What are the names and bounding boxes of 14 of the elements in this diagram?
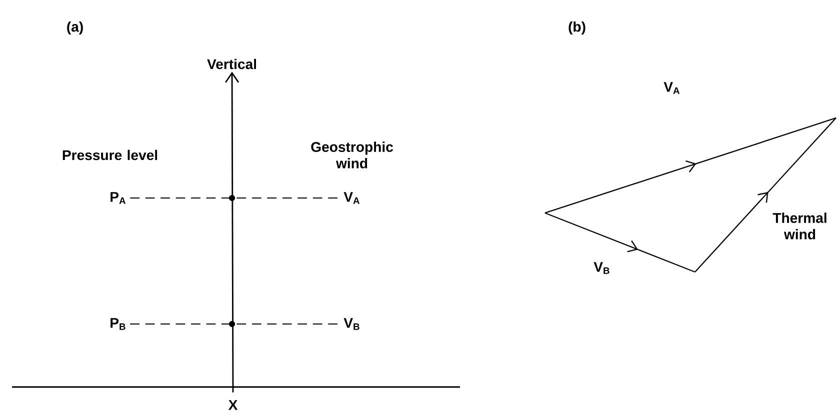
level-label: V$_{B}$: [344, 318, 360, 330]
panel-letter: (a): [67, 21, 83, 35]
level-label: P$_{B}$: [110, 318, 126, 330]
axis-label: X: [228, 400, 238, 410]
vector-label: V$_{A}$: [664, 82, 680, 94]
vector-label: V$_{B}$: [594, 262, 610, 274]
axis-caption: Pressure level: [62, 150, 158, 160]
axis-label: Vertical: [207, 58, 256, 70]
arrow: [225, 72, 240, 392]
level-label: P$_{A}$: [110, 192, 126, 204]
vector-label: Thermal wind: [772, 212, 826, 240]
panel-letter: (b): [568, 21, 586, 35]
level-label: V$_{A}$: [344, 192, 360, 204]
axis-caption: Geostrophic wind: [311, 142, 393, 168]
